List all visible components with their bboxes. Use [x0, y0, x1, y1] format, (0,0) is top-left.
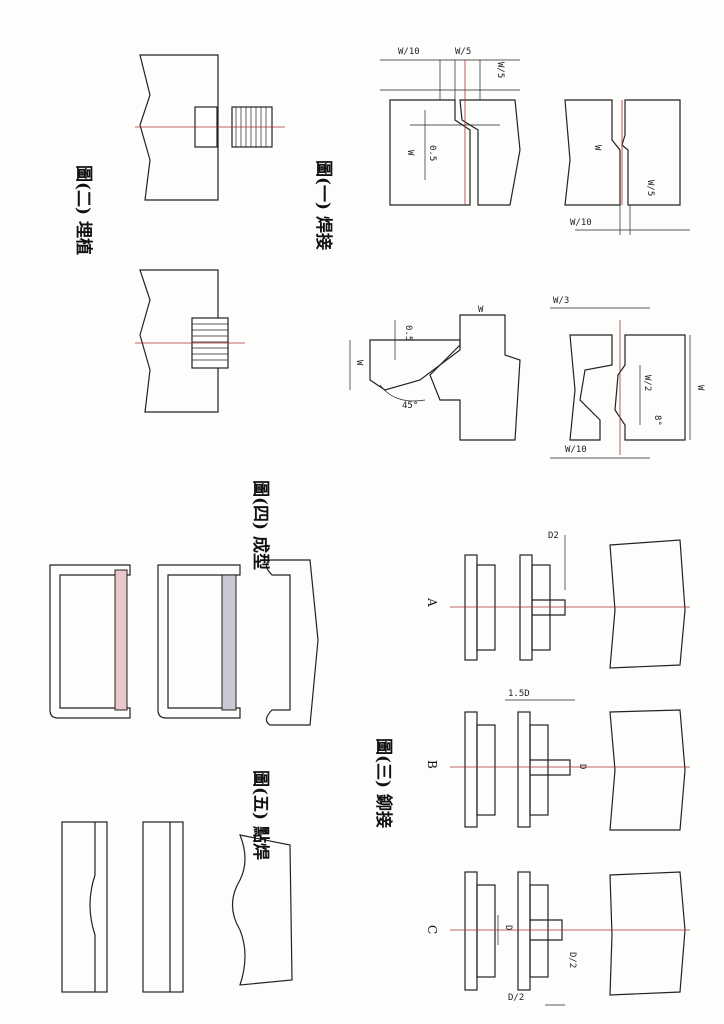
fig1-caption: 圖(一) 焊接	[313, 160, 334, 250]
variant-label-a: A	[425, 597, 439, 607]
dim-ang8: 8°	[652, 415, 662, 426]
fig3-rivet-c: D D/2 D/2 C	[425, 871, 690, 1006]
fig3-caption: 圖(三) 鉚接	[373, 738, 394, 828]
fig5-spot-weld-c	[231, 834, 293, 986]
dim-w10-b: W/10	[570, 218, 592, 228]
dim-1-5d: 1.5D	[508, 689, 530, 699]
fig5-caption: 圖(五) 點焊	[250, 770, 271, 860]
fig5-spot-weld-a	[61, 821, 108, 993]
fig5-spot-weld-b	[142, 821, 184, 993]
dim-d2: D2	[548, 531, 559, 541]
dim-w2: W/2	[642, 375, 652, 391]
dim-d05-a: 0.5	[427, 145, 437, 161]
fig3-rivet-b: 1.5D D B	[425, 689, 690, 831]
dim-w-c: W	[478, 305, 484, 315]
fig1-weld-top-right: W W/5 W/10	[564, 99, 690, 235]
fig4-caption: 圖(四) 成型	[250, 480, 271, 570]
dim-w-e: W	[695, 385, 705, 391]
fig2-embed-lower	[135, 269, 245, 413]
fig1-weld-bottom-right: W/3 W/2 8° W W/10	[550, 296, 705, 459]
dim-w10-a: W/10	[398, 47, 420, 57]
dim-w5-b: W/5	[495, 62, 505, 78]
dim-w3: W/3	[553, 296, 569, 306]
dim-d-b: D	[577, 764, 587, 769]
fig2-caption: 圖(二) 埋植	[73, 165, 94, 255]
dim-w-d: W	[354, 360, 364, 366]
dim-w-a: W	[405, 150, 415, 156]
variant-label-b: B	[425, 760, 439, 769]
dim-w10-c: W/10	[565, 445, 587, 455]
dim-d-c: D	[503, 925, 513, 930]
dim-ang45: 45°	[402, 401, 418, 411]
dim-w-b: W	[592, 145, 602, 151]
dim-d-half-a: D/2	[567, 952, 577, 968]
variant-label-c: C	[425, 925, 439, 934]
fig1-weld-bottom-left: 0.5 W W 45°	[349, 305, 521, 441]
dim-d-half-b: D/2	[508, 993, 524, 1003]
dim-w5-a: W/5	[455, 47, 471, 57]
fig3-rivet-a: D2 A	[425, 531, 690, 669]
fig2-embed-upper	[135, 54, 285, 201]
dim-d05-b: 0.5	[403, 325, 413, 341]
dim-w5-c: W/5	[645, 180, 655, 196]
fig4-forming-right	[265, 559, 319, 726]
fig1-weld-top-left: W/10 W/5 W/5 0.5 W	[380, 47, 521, 206]
fig4-forming-left	[49, 564, 131, 719]
fig4-forming-middle	[157, 564, 241, 719]
